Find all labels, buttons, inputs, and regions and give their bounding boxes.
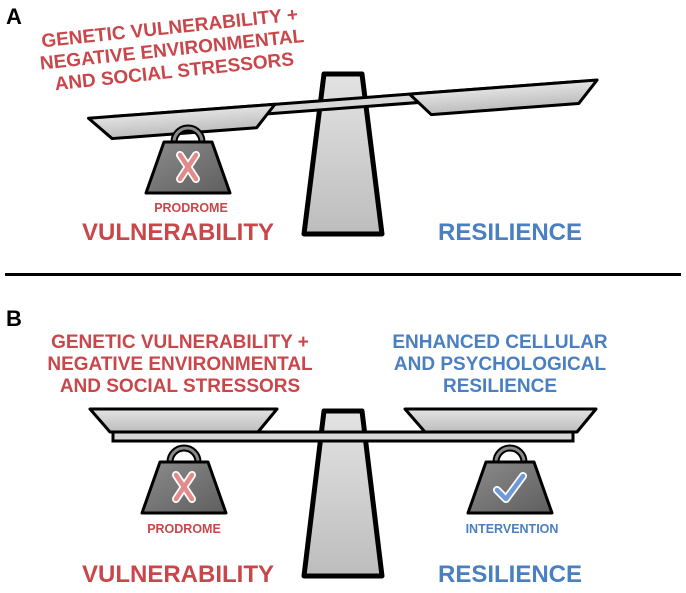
panel-b-letter: B [6,306,22,331]
panel-b: B GENETIC VULNERABILITY + NEGATIVE ENVIR… [6,306,608,588]
intervention-label: INTERVENTION [466,522,559,536]
prodrome-label: PRODROME [154,201,228,215]
panel-b-stressor-text: GENETIC VULNERABILITY + NEGATIVE ENVIRON… [47,332,313,397]
x-cross-icon [172,471,196,503]
prodrome-weight [144,124,232,195]
fulcrum [301,408,385,579]
resilience-label: RESILIENCE [438,219,582,246]
resilience-line-2: AND PSYCHOLOGICAL [394,354,607,375]
stressor-line-2: NEGATIVE ENVIRONMENTAL [47,354,313,375]
vulnerability-label: VULNERABILITY [82,561,274,588]
resilience-label: RESILIENCE [438,561,582,588]
panel-b-resilience-text: ENHANCED CELLULAR AND PSYCHOLOGICAL RESI… [392,332,608,397]
left-plate [86,102,277,141]
right-plate [408,78,599,117]
checkmark-icon [493,472,527,503]
tilted-beam-assembly [86,78,599,141]
resilience-line-3: RESILIENCE [443,376,557,397]
panel-a-stressor-text: GENETIC VULNERABILITY + NEGATIVE ENVIRON… [39,4,305,95]
right-plate [403,407,598,434]
panel-divider [5,273,681,276]
intervention-weight [466,444,554,515]
vulnerability-label: VULNERABILITY [82,219,274,246]
prodrome-label: PRODROME [147,522,221,536]
panel-a: A GENETIC VULNERABILITY + NEGATIVE ENVIR… [6,4,599,246]
left-plate [88,407,279,434]
x-cross-icon [176,151,200,183]
resilience-line-1: ENHANCED CELLULAR [392,332,608,353]
fulcrum [301,71,385,237]
balance-beam [111,430,575,443]
stressor-line-3: AND SOCIAL STRESSORS [60,376,300,397]
panel-a-letter: A [6,4,22,29]
stressor-line-1: GENETIC VULNERABILITY + [51,332,309,353]
prodrome-weight [140,444,228,515]
